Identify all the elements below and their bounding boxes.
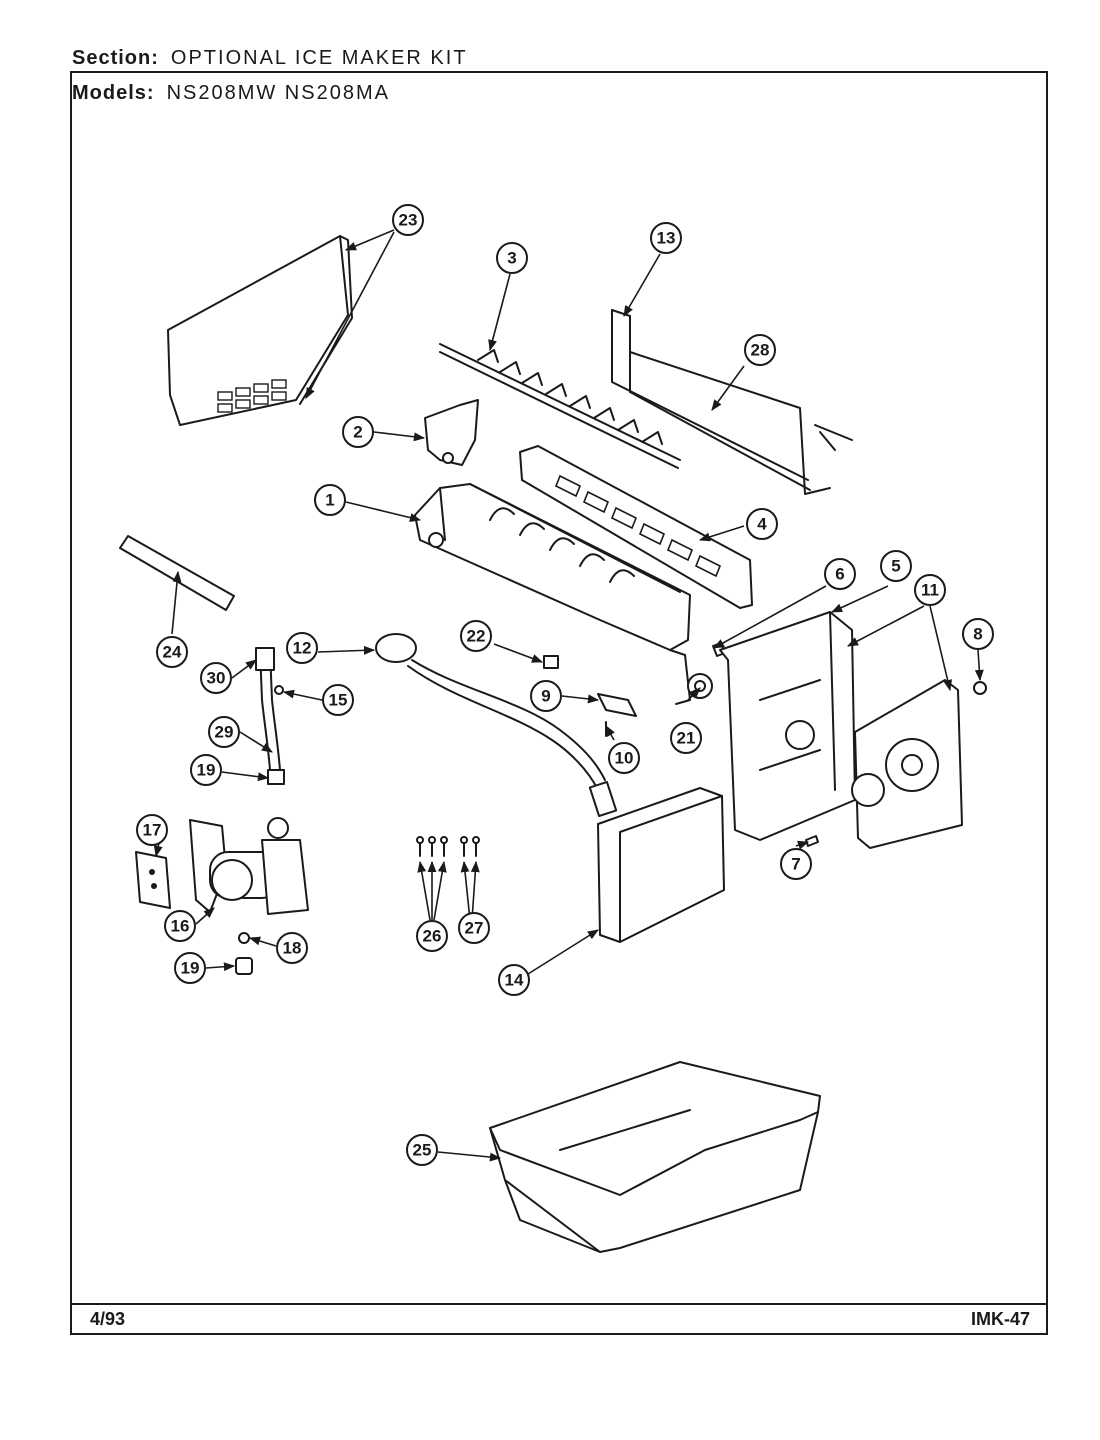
callout-4: 4 [746, 508, 778, 540]
callout-6: 6 [824, 558, 856, 590]
callout-number: 24 [163, 643, 182, 662]
callout-number: 19 [197, 761, 216, 780]
part-23-cover-shield [167, 235, 353, 426]
part-12-harness [375, 633, 618, 818]
callout-number: 6 [835, 565, 844, 584]
part-13-28-shutoff-arm [611, 309, 853, 495]
callout-number: 26 [423, 927, 442, 946]
callout-number: 9 [541, 687, 550, 706]
models-value: NS208MW NS208MA [166, 82, 390, 104]
callout-1: 1 [314, 484, 346, 516]
callout-29: 29 [208, 716, 240, 748]
callout-17: 17 [136, 814, 168, 846]
callout-24: 24 [156, 636, 188, 668]
callout-number: 4 [757, 515, 767, 534]
callout-number: 29 [215, 723, 234, 742]
callout-3: 3 [496, 242, 528, 274]
callout-14: 14 [498, 964, 530, 996]
callout-number: 28 [751, 341, 770, 360]
diagram-frame [70, 71, 1048, 1335]
callout-21: 21 [670, 722, 702, 754]
leader-lines [153, 229, 984, 1162]
part-19-nut [235, 957, 253, 975]
models-label: Models: [72, 82, 155, 104]
footer-doc-number: IMK-47 [970, 1309, 1030, 1329]
models-heading: Models: NS208MW NS208MA [72, 82, 390, 105]
section-heading: Section: OPTIONAL ICE MAKER KIT [72, 47, 468, 70]
callout-11: 11 [914, 574, 946, 606]
callout-number: 21 [677, 729, 696, 748]
callout-13: 13 [650, 222, 682, 254]
callout-number: 27 [465, 919, 484, 938]
callout-5: 5 [880, 550, 912, 582]
callout-number: 3 [507, 249, 516, 268]
callout-22: 22 [460, 620, 492, 652]
part-24-fill-tube [119, 535, 235, 611]
callout-28: 28 [744, 334, 776, 366]
callout-number: 17 [143, 821, 162, 840]
callout-2: 2 [342, 416, 374, 448]
callout-number: 14 [505, 971, 524, 990]
callout-number: 30 [207, 669, 226, 688]
callout-number: 1 [325, 491, 334, 510]
part-3-ejector [439, 343, 681, 469]
part-2-bracket [424, 399, 479, 466]
callout-number: 25 [413, 1141, 432, 1160]
callout-12: 12 [286, 632, 318, 664]
part-25-ice-bin [489, 1061, 821, 1253]
footer-rule [70, 1303, 1048, 1305]
part-8-screw [973, 681, 987, 695]
callout-number: 15 [329, 691, 348, 710]
part-1-mold [414, 483, 691, 651]
part-4-stripper [519, 445, 753, 609]
callout-8: 8 [962, 618, 994, 650]
callout-26: 26 [416, 920, 448, 952]
callout-27: 27 [458, 912, 490, 944]
callout-18: 18 [276, 932, 308, 964]
part-11-motor-plate [851, 679, 963, 849]
callout-16: 16 [164, 910, 196, 942]
callout-number: 8 [973, 625, 982, 644]
callout-number: 23 [399, 211, 418, 230]
section-value: OPTIONAL ICE MAKER KIT [170, 47, 468, 69]
part-6-21-fittings [669, 642, 726, 705]
callout-19-lower: 19 [174, 952, 206, 984]
callout-30: 30 [200, 662, 232, 694]
callout-number: 18 [283, 939, 302, 958]
part-29-30-15-19-water-tube [255, 647, 285, 785]
part-14-insulation [597, 787, 725, 943]
part-5-control-housing [719, 611, 856, 841]
callout-25: 25 [406, 1134, 438, 1166]
section-label: Section: [72, 47, 159, 69]
callout-number: 19 [181, 959, 200, 978]
footer-date: 4/93 [90, 1309, 126, 1329]
part-16-water-valve [189, 817, 309, 915]
callout-number: 22 [467, 627, 486, 646]
part-17-bracket [135, 851, 171, 909]
callout-number: 2 [353, 423, 362, 442]
callout-7: 7 [780, 848, 812, 880]
callout-15: 15 [322, 684, 354, 716]
callout-9: 9 [530, 680, 562, 712]
callout-number: 12 [293, 639, 312, 658]
callout-number: 16 [171, 917, 190, 936]
callout-number: 11 [921, 581, 939, 600]
callout-number: 7 [791, 855, 800, 874]
callout-19-upper: 19 [190, 754, 222, 786]
callout-number: 10 [615, 749, 634, 768]
callout-number: 5 [891, 557, 900, 576]
callout-number: 13 [657, 229, 676, 248]
part-7-screw [805, 835, 819, 847]
part-26-27-screws [416, 836, 480, 857]
part-18-washer [238, 932, 250, 944]
callout-10: 10 [608, 742, 640, 774]
callout-23: 23 [392, 204, 424, 236]
